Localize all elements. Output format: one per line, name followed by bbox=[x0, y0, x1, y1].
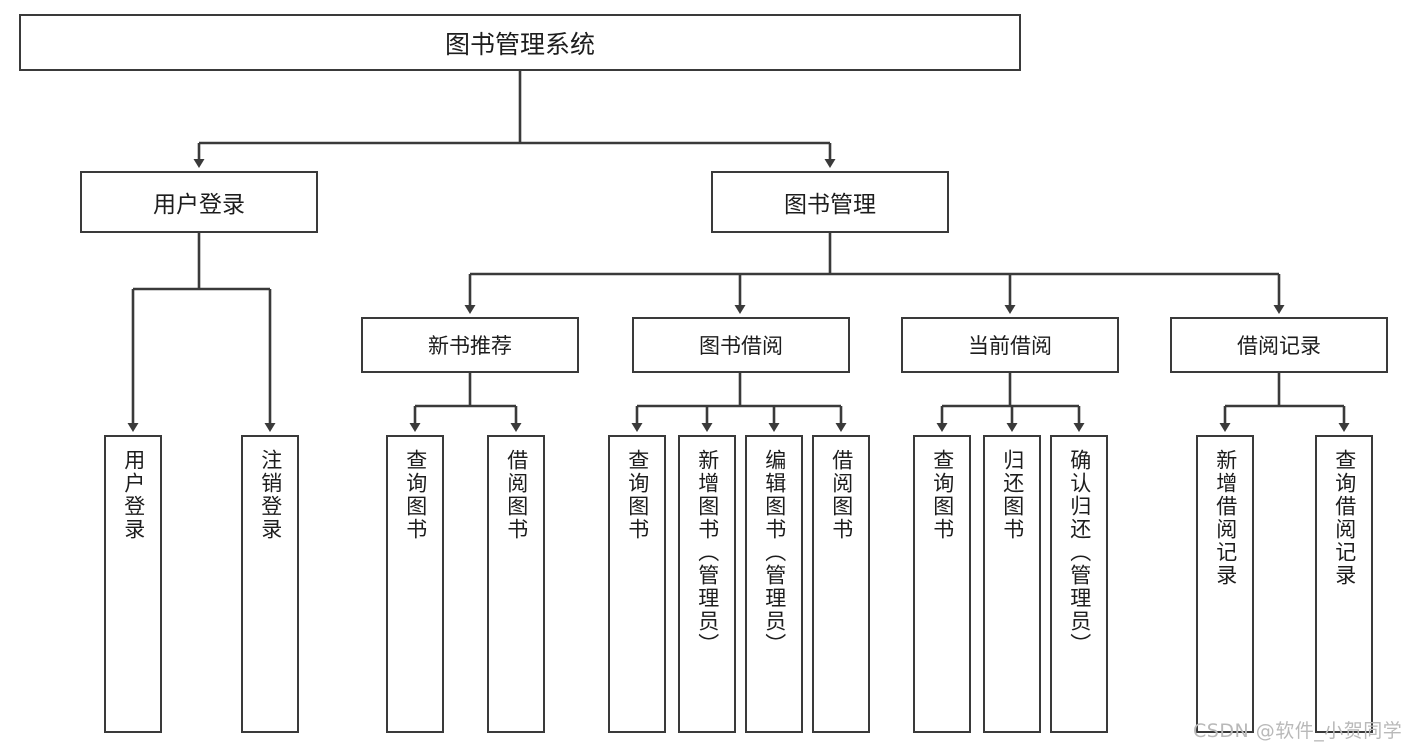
node-level2-current-borrow-label: 当前借阅 bbox=[968, 334, 1052, 358]
leaf-node[interactable]: 查询图书 bbox=[608, 435, 666, 733]
leaf-node-label: 编辑图书（管理员） bbox=[762, 449, 787, 656]
node-root[interactable]: 图书管理系统 bbox=[19, 14, 1021, 71]
leaf-node[interactable]: 查询借阅记录 bbox=[1315, 435, 1373, 733]
node-level2-current-borrow[interactable]: 当前借阅 bbox=[901, 317, 1119, 373]
node-level2-book-borrow[interactable]: 图书借阅 bbox=[632, 317, 850, 373]
leaf-node[interactable]: 查询图书 bbox=[386, 435, 444, 733]
csdn-watermark: CSDN @软件_小贺同学 bbox=[1193, 720, 1403, 742]
leaf-node-label: 新增图书（管理员） bbox=[695, 449, 720, 656]
leaf-node[interactable]: 借阅图书 bbox=[487, 435, 545, 733]
leaf-node-label: 借阅图书 bbox=[829, 449, 854, 541]
node-level2-borrow-record-label: 借阅记录 bbox=[1237, 334, 1321, 358]
node-root-label: 图书管理系统 bbox=[444, 29, 595, 59]
node-level2-borrow-record[interactable]: 借阅记录 bbox=[1170, 317, 1388, 373]
leaf-node[interactable]: 用户登录 bbox=[104, 435, 162, 733]
leaf-node-label: 查询借阅记录 bbox=[1332, 449, 1357, 587]
leaf-node[interactable]: 新增借阅记录 bbox=[1196, 435, 1254, 733]
leaf-node-label: 查询图书 bbox=[625, 449, 650, 541]
leaf-node[interactable]: 编辑图书（管理员） bbox=[745, 435, 803, 733]
node-level1-user-login[interactable]: 用户登录 bbox=[80, 171, 318, 233]
leaf-node[interactable]: 查询图书 bbox=[913, 435, 971, 733]
leaf-node[interactable]: 确认归还（管理员） bbox=[1050, 435, 1108, 733]
leaf-node[interactable]: 新增图书（管理员） bbox=[678, 435, 736, 733]
node-level2-book-borrow-label: 图书借阅 bbox=[699, 334, 783, 358]
leaf-node-label: 用户登录 bbox=[121, 449, 146, 541]
leaf-node-label: 注销登录 bbox=[258, 449, 283, 541]
leaf-node[interactable]: 借阅图书 bbox=[812, 435, 870, 733]
node-level2-new-book-recommend[interactable]: 新书推荐 bbox=[361, 317, 579, 373]
node-level1-user-login-label: 用户登录 bbox=[153, 192, 245, 218]
node-level1-book-management[interactable]: 图书管理 bbox=[711, 171, 949, 233]
leaf-node-label: 查询图书 bbox=[403, 449, 428, 541]
leaf-node[interactable]: 注销登录 bbox=[241, 435, 299, 733]
leaf-node-label: 确认归还（管理员） bbox=[1067, 449, 1092, 656]
leaf-node-label: 借阅图书 bbox=[504, 449, 529, 541]
leaf-node-label: 归还图书 bbox=[1000, 449, 1025, 541]
leaf-node-label: 查询图书 bbox=[930, 449, 955, 541]
node-level2-new-book-recommend-label: 新书推荐 bbox=[428, 334, 512, 358]
leaf-node-label: 新增借阅记录 bbox=[1213, 449, 1238, 587]
leaf-node[interactable]: 归还图书 bbox=[983, 435, 1041, 733]
node-level1-book-management-label: 图书管理 bbox=[784, 192, 876, 218]
